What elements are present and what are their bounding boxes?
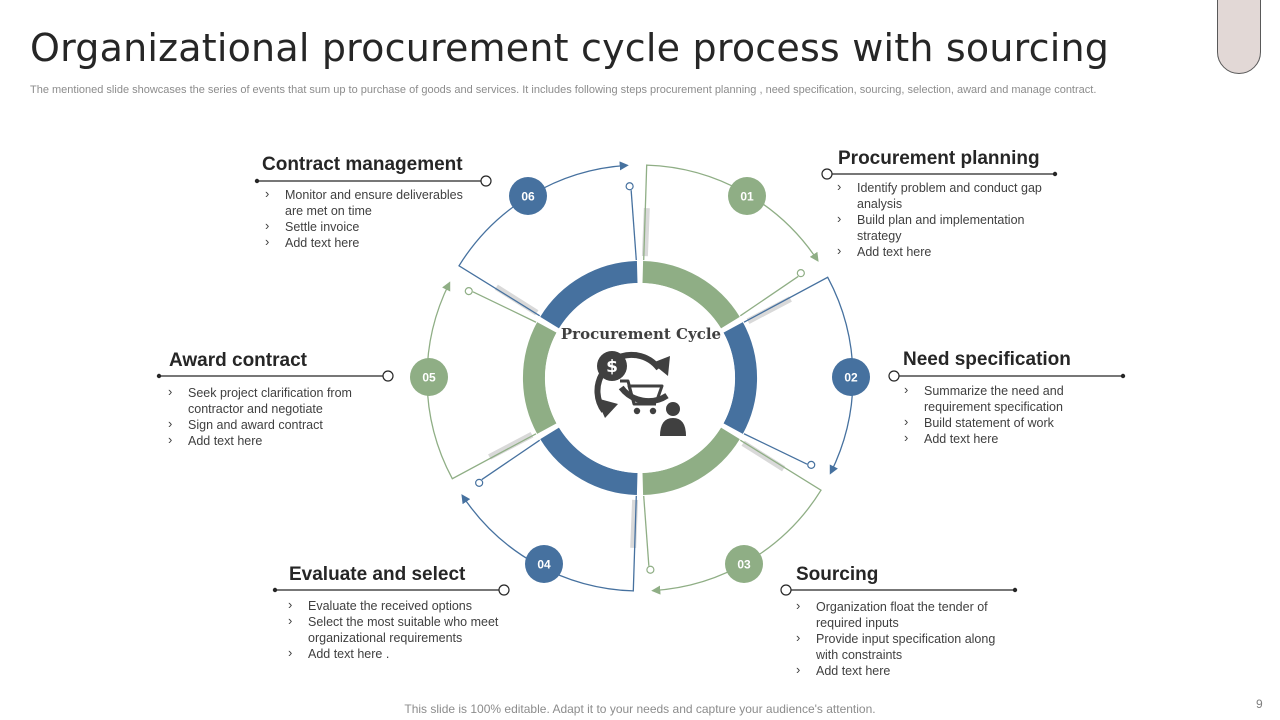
page-subtitle: The mentioned slide showcases the series… — [30, 84, 1097, 96]
ring-segment-3 — [642, 427, 740, 495]
footer-note: This slide is 100% editable. Adapt it to… — [404, 702, 876, 716]
title-leader-lines — [156, 168, 1126, 596]
step-bullet: Evaluate the received options — [288, 597, 513, 614]
step-number: 04 — [537, 558, 551, 572]
step-bullet: Settle invoice — [265, 218, 480, 235]
step-bullet: Provide input specification along with c… — [796, 630, 1011, 663]
svg-text:$: $ — [606, 357, 618, 377]
leader-line-04 — [272, 584, 510, 596]
step-bullet: Seek project clarification from contract… — [168, 384, 373, 417]
leader-line-03 — [780, 584, 1018, 596]
step-title: Procurement planning — [838, 148, 1040, 169]
step-title: Need specification — [903, 349, 1071, 370]
center-title: Procurement Cycle — [561, 325, 721, 343]
step-title: Award contract — [169, 350, 307, 371]
step-bullet: Summarize the need and requirement speci… — [904, 382, 1104, 415]
step-number: 05 — [422, 371, 436, 385]
step-badge-05: 05 — [410, 358, 448, 396]
step-bullet: Monitor and ensure deliverables are met … — [265, 186, 480, 219]
step-bullet-list: Seek project clarification from contract… — [168, 384, 373, 449]
step-bullet-list: Monitor and ensure deliverables are met … — [265, 186, 480, 251]
step-bullet: Add text here — [904, 430, 1104, 447]
step-number: 01 — [740, 190, 754, 204]
step-bullet: Build statement of work — [904, 414, 1104, 431]
step-bullet: Add text here — [265, 234, 480, 251]
step-bullet: Add text here — [796, 662, 1011, 679]
step-bullet-list: Summarize the need and requirement speci… — [904, 382, 1104, 447]
cart-cycle-dollar-user-icon: $ — [594, 351, 686, 436]
ring-segment-5 — [523, 322, 557, 434]
sector-outlines — [426, 161, 854, 595]
ring-segment-1 — [642, 261, 740, 329]
page-title: Organizational procurement cycle process… — [30, 26, 1110, 70]
step-bullet-list: Evaluate the received optionsSelect the … — [288, 597, 513, 662]
step-title: Sourcing — [796, 564, 879, 585]
step-bullet: Add text here . — [288, 645, 513, 662]
step-bullet: Add text here — [837, 243, 1047, 260]
step-badge-03: 03 — [725, 545, 763, 583]
step-number: 02 — [844, 371, 858, 385]
step-bullet: Build plan and implementation strategy — [837, 211, 1047, 244]
corner-tab-decoration — [1217, 0, 1261, 74]
leader-line-05 — [156, 370, 394, 382]
ring-segment-6 — [540, 261, 638, 329]
sector-02 — [743, 276, 854, 475]
step-badge-04: 04 — [525, 545, 563, 583]
step-badge-06: 06 — [509, 177, 547, 215]
step-bullet: Add text here — [168, 432, 373, 449]
leader-line-02 — [888, 370, 1126, 382]
step-title: Contract management — [262, 154, 463, 175]
step-badge-01: 01 — [728, 177, 766, 215]
step-title: Evaluate and select — [289, 564, 466, 585]
ring-segment-4 — [540, 427, 638, 495]
leader-line-06 — [254, 175, 492, 187]
step-badge-02: 02 — [832, 358, 870, 396]
sector-04 — [461, 439, 639, 592]
page-number: 9 — [1256, 697, 1263, 711]
ring-segment-2 — [723, 322, 757, 434]
center-disc — [545, 283, 735, 473]
step-bullet: Select the most suitable who meet organi… — [288, 613, 513, 646]
step-bullet-list: Identify problem and conduct gap analysi… — [837, 179, 1047, 260]
leader-line-01 — [821, 168, 1058, 180]
step-badges: 01 02 03 04 05 06 — [410, 177, 870, 583]
step-bullet: Organization float the tender of require… — [796, 598, 1011, 631]
step-bullet: Sign and award contract — [168, 416, 373, 433]
step-number: 06 — [521, 190, 535, 204]
step-bullet-list: Organization float the tender of require… — [796, 598, 1011, 679]
center-ring — [523, 261, 757, 495]
step-bullet: Identify problem and conduct gap analysi… — [837, 179, 1047, 212]
step-number: 03 — [737, 558, 751, 572]
